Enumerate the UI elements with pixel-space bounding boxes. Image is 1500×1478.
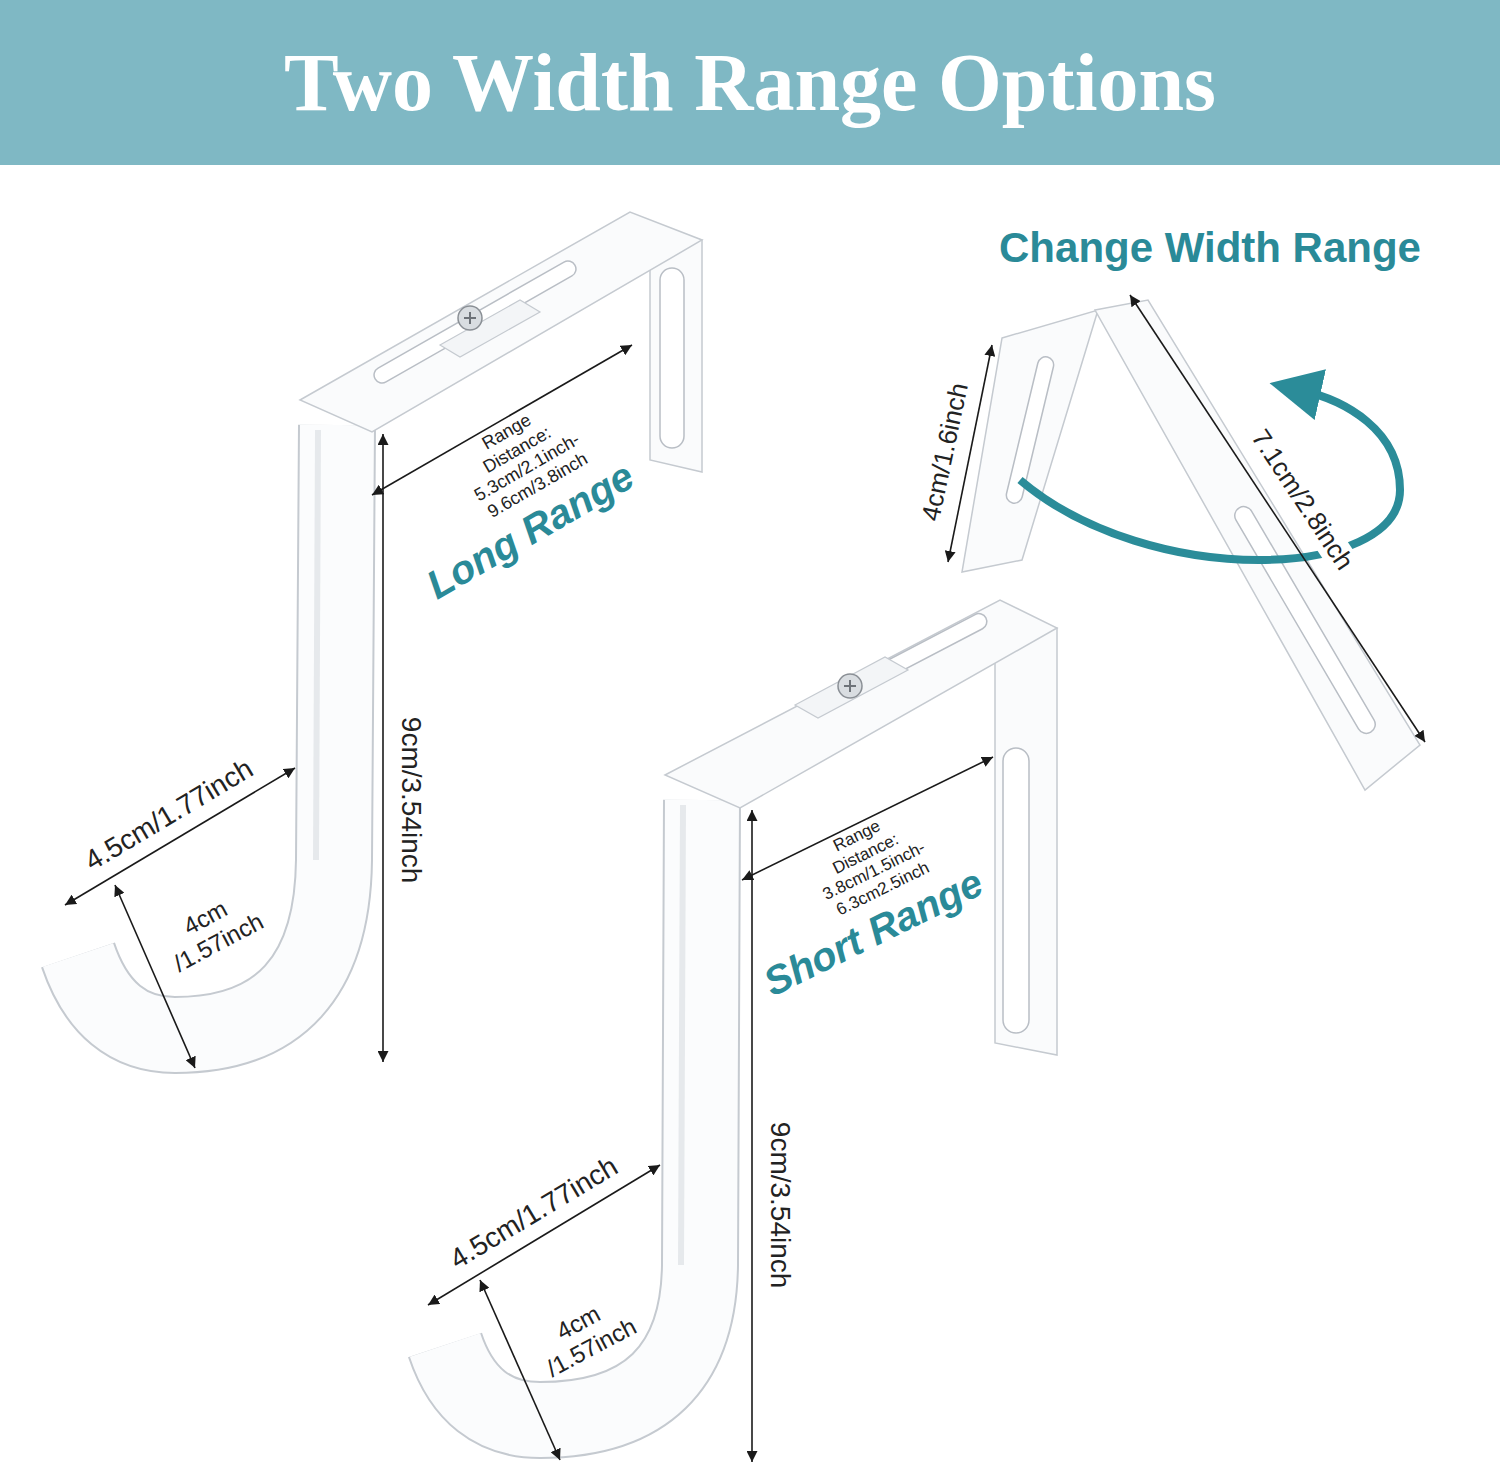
heading-label: Change Width Range — [999, 224, 1421, 272]
screw-cross — [464, 312, 476, 324]
screw — [458, 306, 482, 330]
label-holder: 4cm/1.6inch — [915, 376, 975, 528]
label-holder: 4cm /1.57inch — [156, 883, 268, 978]
bracket-plate — [665, 600, 1057, 808]
plate-slot — [371, 258, 579, 386]
bracket-leg — [995, 615, 1057, 1055]
page-title: Two Width Range Options — [284, 42, 1216, 124]
dimension-label: 4cm/1.6inch — [915, 376, 975, 528]
label-holder: 7.1cm/2.8inch — [1243, 421, 1362, 579]
leg-slot — [1003, 748, 1029, 1033]
slide-plate — [795, 657, 908, 718]
short-arm — [962, 310, 1098, 572]
screw — [838, 674, 862, 698]
dimension-line — [382, 434, 384, 1062]
label-holder: 9cm/3.54inch — [394, 717, 426, 884]
dimension-label: 4cm /1.57inch — [156, 883, 268, 977]
hook-outline — [78, 425, 337, 1035]
dimension-label: 4cm /1.57inch — [529, 1288, 641, 1382]
label-holder: 4cm /1.57inch — [529, 1288, 641, 1383]
dimension-lines — [65, 295, 1425, 1462]
dimension-label: 9cm/3.54inch — [394, 717, 426, 884]
dimension-line — [428, 1165, 660, 1305]
arm-slot — [1231, 503, 1378, 736]
loose-plate — [962, 300, 1420, 790]
label-holder: Change Width Range — [999, 224, 1421, 272]
label-holder: 4.5cm/1.77inch — [444, 1150, 623, 1275]
hook-outline — [445, 800, 702, 1420]
label-holder: 4.5cm/1.77inch — [79, 753, 259, 878]
arm-slot — [1005, 355, 1056, 505]
hook-strip — [445, 800, 702, 1420]
hook-shade — [681, 805, 683, 1265]
slide-plate — [440, 300, 540, 357]
dimension-line — [1130, 295, 1425, 742]
dimension-line — [751, 810, 753, 1462]
leg-slot — [660, 268, 684, 448]
dimension-label: 7.1cm/2.8inch — [1243, 421, 1362, 579]
label-holder: 9cm/3.54inch — [763, 1122, 795, 1289]
hook-strip — [78, 425, 337, 1035]
long-bracket — [78, 212, 702, 1035]
bracket-plate — [300, 212, 702, 432]
dimension-label: 4.5cm/1.77inch — [79, 753, 259, 878]
title-banner: Two Width Range Options — [0, 0, 1500, 165]
dimension-label: 9cm/3.54inch — [763, 1122, 795, 1289]
short-bracket — [445, 600, 1057, 1420]
screw-cross — [844, 680, 856, 692]
dimension-label: 4.5cm/1.77inch — [444, 1150, 623, 1275]
hook-shade — [316, 430, 318, 860]
